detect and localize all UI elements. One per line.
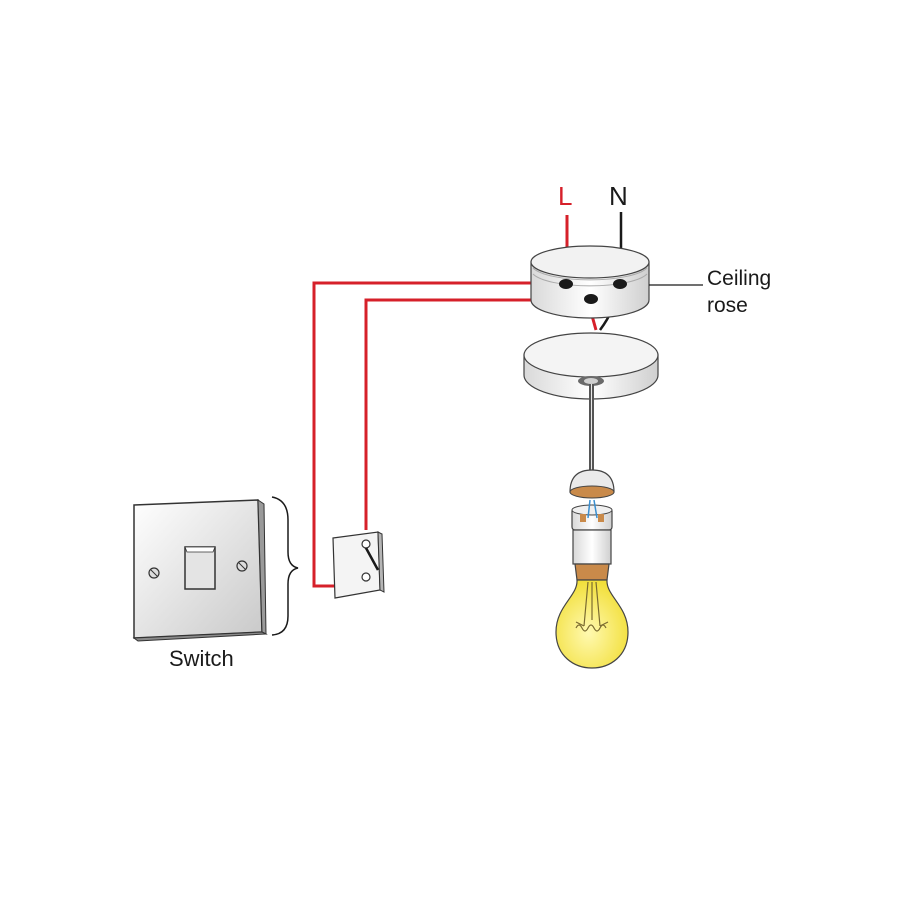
bulb-cap	[574, 563, 610, 581]
live-label: L	[558, 181, 573, 211]
pendant-flex	[589, 384, 594, 484]
bulb-filament	[575, 581, 609, 632]
switch-contact-top	[361, 539, 371, 549]
ceiling-rose-label: Ceiling rose	[707, 265, 771, 319]
ceiling-rose-cover	[523, 332, 659, 400]
switch-rocker	[184, 546, 216, 590]
neutral-label: N	[609, 181, 628, 211]
ceiling-rose-label-line1: Ceiling	[707, 267, 772, 290]
light-bulb	[555, 563, 629, 669]
lampholder-cap	[569, 469, 615, 499]
switch-mechanism	[332, 531, 385, 599]
bulb-glass	[555, 579, 629, 669]
neutral-terminal-hole	[613, 279, 627, 289]
switch-label: Switch	[169, 646, 234, 671]
switch-contact-arm	[364, 547, 380, 571]
switched-live-wire	[364, 298, 590, 530]
switch-brace	[271, 496, 299, 636]
switch-contact-bottom	[361, 572, 371, 582]
live-terminal-hole	[559, 279, 573, 289]
ceiling-rose	[530, 245, 650, 319]
lampholder	[571, 499, 613, 565]
ceiling-rose-label-line2: rose	[707, 294, 748, 317]
switch-plate	[132, 499, 268, 642]
switched-terminal-hole	[584, 294, 598, 304]
